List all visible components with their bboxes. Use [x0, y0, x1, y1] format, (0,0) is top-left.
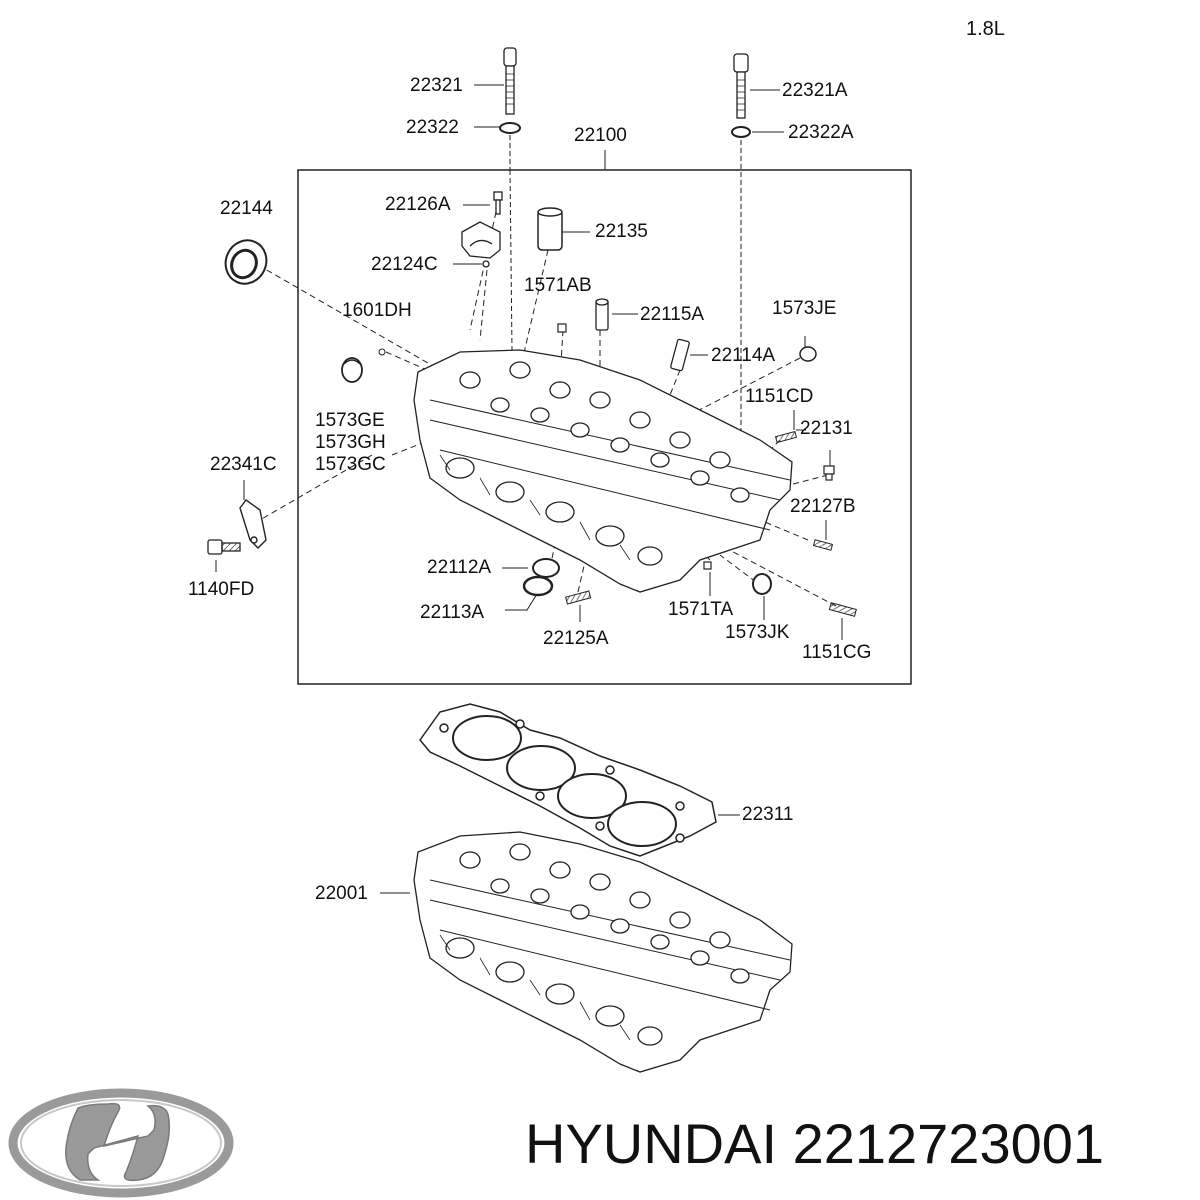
gasket-22112a: [532, 558, 560, 578]
cap-22124c: [461, 221, 501, 268]
part-label: 1140FD: [188, 579, 255, 600]
gasket-22113a: [522, 575, 554, 597]
part-label: 22114A: [711, 345, 776, 366]
part-label: 22126A: [385, 194, 451, 215]
bolt-22321: [503, 47, 517, 115]
part-label: 22124C: [371, 254, 438, 275]
ball-1601dh: [378, 348, 386, 356]
part-label: 22113A: [420, 602, 485, 623]
part-label: 22112A: [427, 557, 492, 578]
bolt-1140fd: [207, 539, 241, 555]
part-label: 1573JK: [725, 622, 790, 643]
part-label: 1573GE: [315, 410, 385, 431]
part-label: 1573GC: [315, 454, 386, 475]
oil-seal-22144: [224, 239, 268, 285]
plug-1573ge: [341, 357, 363, 383]
part-label: 22135: [595, 221, 648, 242]
cylinder-head-exploded: [413, 349, 793, 593]
washer-22322: [499, 122, 521, 134]
part-label: 22115A: [640, 304, 705, 325]
part-label: 22001: [315, 883, 368, 904]
seal-22114a: [670, 338, 690, 372]
hyundai-logo-icon: [8, 1088, 234, 1198]
stud-22127b: [812, 539, 834, 551]
head-gasket-22311: [419, 703, 717, 857]
washer-22322a: [731, 126, 751, 138]
bracket-22341c: [239, 499, 267, 549]
cylinder-head-22001: [413, 831, 793, 1073]
part-label: 22311: [742, 804, 794, 825]
part-label: 22144: [220, 198, 273, 219]
part-label: 1151CG: [802, 642, 872, 663]
bolt-22321a: [733, 53, 749, 119]
pin-1571ab: [557, 323, 567, 333]
pin-1571ta: [703, 561, 712, 570]
bolt-1151cd: [823, 465, 835, 481]
engine-size-label: 1.8L: [966, 18, 1005, 40]
part-label: 22125A: [543, 628, 609, 649]
part-label: 1601DH: [342, 300, 412, 321]
part-label: 1573GH: [315, 432, 386, 453]
stud-1151cg: [828, 602, 857, 617]
part-label: 22321A: [782, 80, 848, 101]
tappet-22135: [537, 207, 563, 251]
guide-22115a: [595, 298, 609, 331]
stud-22125a: [565, 590, 592, 605]
part-label: 22100: [574, 125, 627, 146]
plug-1573jk: [752, 573, 772, 595]
part-label: 1571AB: [524, 275, 592, 296]
part-label: 22321: [410, 75, 463, 96]
part-label: 1571TA: [668, 599, 734, 620]
stud-22131: [774, 430, 798, 444]
part-label: 1151CD: [745, 386, 814, 407]
part-label: 22322: [406, 117, 459, 138]
bolt-22126a: [493, 191, 503, 215]
part-label: 22131: [800, 418, 853, 439]
part-label: 22322A: [788, 122, 854, 143]
plug-1573je: [799, 346, 817, 362]
brand-part-number: HYUNDAI 2212723001: [525, 1112, 1105, 1175]
part-label: 22341C: [210, 454, 277, 475]
part-label: 22127B: [790, 496, 856, 517]
part-label: 1573JE: [772, 298, 837, 319]
